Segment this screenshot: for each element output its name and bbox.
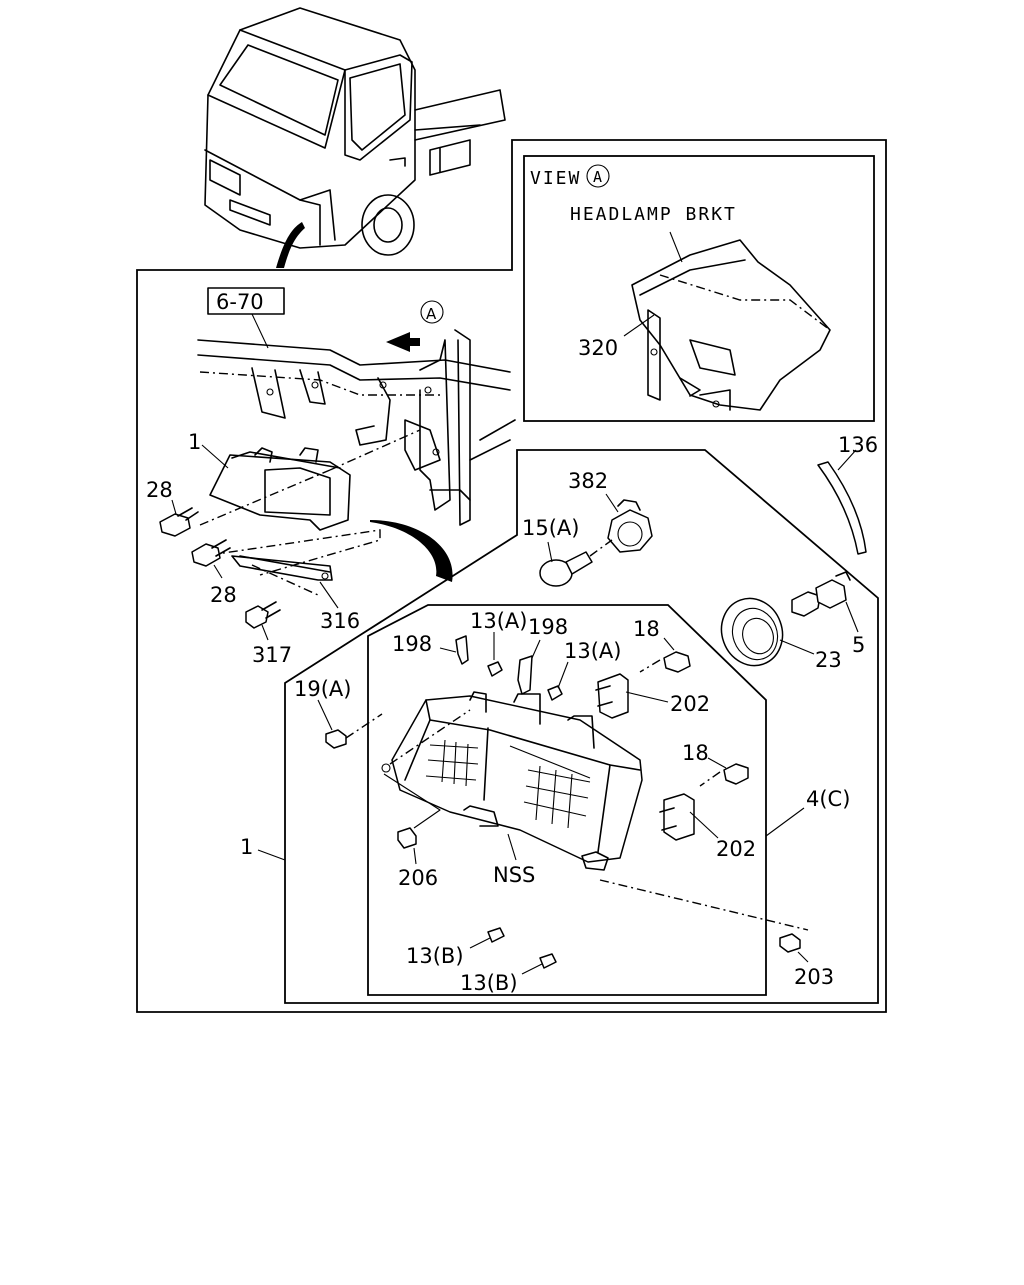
lamp-assembly-frame <box>284 449 879 1004</box>
callout-382: 382 <box>568 469 608 493</box>
callout-18-upper: 18 <box>633 617 660 641</box>
trim-strip-136: 136 <box>817 433 878 555</box>
view-a-frame <box>523 155 875 422</box>
callout-28-lower: 28 <box>210 583 237 607</box>
ref-box <box>207 287 285 315</box>
install-arrow <box>370 520 453 582</box>
callout-1-lower: 1 <box>240 835 253 859</box>
callout-nss: NSS <box>493 863 535 887</box>
callout-13b-lower: 13(B) <box>460 971 518 995</box>
callout-13a-right: 13(A) <box>564 639 621 663</box>
callout-19a: 19(A) <box>294 677 351 701</box>
view-letter-circle <box>586 164 610 188</box>
bulb-socket-382: 382 15(A) <box>522 469 653 587</box>
arrow-a-circle <box>420 300 444 324</box>
view-a-panel: VIEW A HEADLAMP BRKT 320 <box>523 155 875 422</box>
callout-136: 136 <box>838 433 878 457</box>
callout-23: 23 <box>815 648 842 672</box>
truck-cab-illustration <box>204 7 506 268</box>
callout-206: 206 <box>398 866 438 890</box>
main-frame <box>136 139 887 1013</box>
callout-4c: 4(C) <box>806 787 850 811</box>
callout-203: 203 <box>794 965 834 989</box>
ref-box-text: 6-70 <box>216 290 264 314</box>
callout-317: 317 <box>252 643 292 667</box>
callout-202-lower: 202 <box>716 837 756 861</box>
bulb-and-cover: 5 23 <box>720 571 865 672</box>
callout-1-upper: 1 <box>188 430 201 454</box>
callout-13a-left: 13(A) <box>470 609 527 633</box>
callout-198-left: 198 <box>392 632 432 656</box>
view-label: VIEW <box>530 168 581 189</box>
callout-13b-upper: 13(B) <box>406 944 464 968</box>
arrow-a-letter: A <box>426 305 437 323</box>
view-letter: A <box>593 168 602 186</box>
callout-202-upper: 202 <box>670 692 710 716</box>
callout-316: 316 <box>320 609 360 633</box>
callout-5: 5 <box>852 633 865 657</box>
callout-15a: 15(A) <box>522 516 579 540</box>
view-a-arrow <box>386 332 420 352</box>
headlamp-bracket-label: HEADLAMP BRKT <box>570 204 737 225</box>
callout-320: 320 <box>578 336 618 360</box>
callout-18-lower: 18 <box>682 741 709 765</box>
callout-198-right: 198 <box>528 615 568 639</box>
headlamp-unit-frame <box>367 604 767 996</box>
chassis-frame-detail: 6-70 A <box>197 287 516 526</box>
callout-28-upper: 28 <box>146 478 173 502</box>
headlamp-unit: 198 13(A) 198 13(A) 18 202 <box>294 609 834 995</box>
mount-bracket-group: 1 28 28 316 317 <box>146 430 453 667</box>
